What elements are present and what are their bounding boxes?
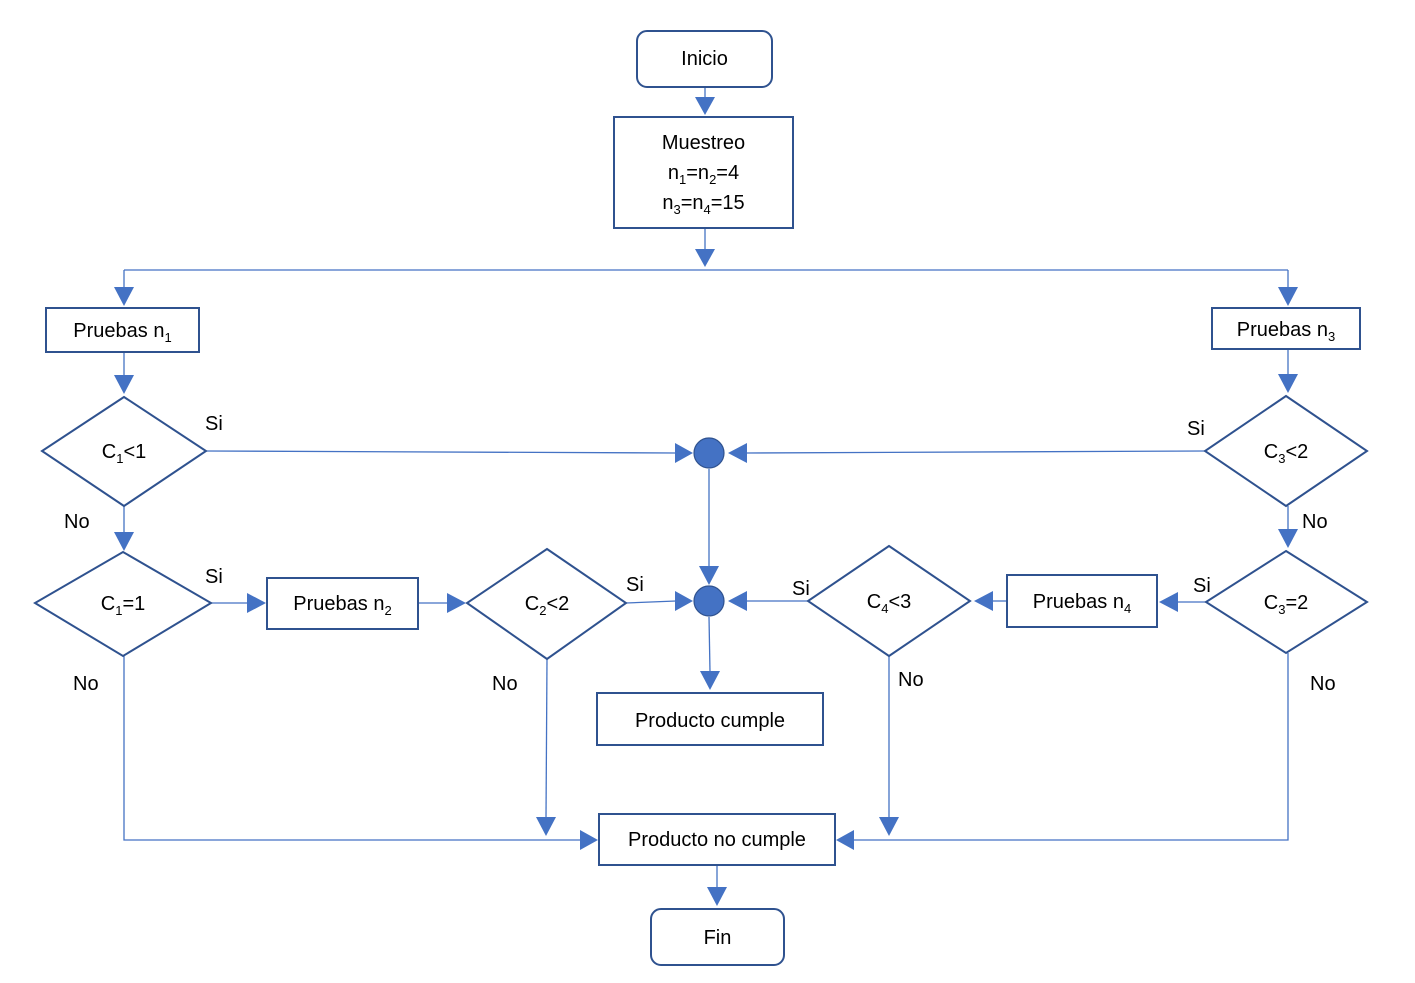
arrowhead-right (247, 593, 266, 613)
arrowhead-down (1278, 287, 1298, 306)
tests-n1-box: Pruebas n1 (45, 307, 200, 353)
end-terminal: Fin (650, 908, 785, 966)
arrowhead-right (447, 593, 466, 613)
arrowhead-down (536, 817, 556, 836)
branch-label-si: Si (1193, 575, 1211, 597)
decision-c1-lt-1-label: C1<1 (102, 441, 147, 466)
branch-label-no: No (73, 673, 99, 695)
decision-c2-lt-2: C2<2 (465, 547, 628, 661)
arrowhead-left (728, 443, 747, 463)
branch-labels: Si Si Si Si Si Si No No No No No No (64, 413, 1336, 695)
connector-line (853, 653, 1289, 841)
arrowhead-left (1159, 592, 1178, 612)
arrowhead-down (114, 375, 134, 394)
decision-c3-lt-2: C3<2 (1203, 394, 1369, 508)
arrowhead-down (695, 97, 715, 115)
arrowhead-down (699, 566, 719, 585)
product-complies-box: Producto cumple (596, 692, 824, 746)
upper-junction-node (693, 437, 725, 469)
product-complies-label: Producto cumple (635, 710, 785, 732)
arrowhead-down (1278, 529, 1298, 548)
start-terminal: Inicio (636, 30, 773, 88)
tests-n1-label: Pruebas n1 (73, 320, 171, 345)
product-not-complies-box: Producto no cumple (598, 813, 836, 866)
arrowhead-down (879, 817, 899, 836)
decision-c1-eq-1: C1=1 (33, 550, 213, 658)
product-not-complies-label: Producto no cumple (628, 829, 806, 851)
branch-label-no: No (492, 673, 518, 695)
sampling-box: Muestreo n1=n2=4 n3=n4=15 (613, 116, 794, 229)
decision-c1-eq-1-label: C1=1 (101, 593, 146, 618)
branch-label-no: No (64, 511, 90, 533)
decision-c4-lt-3-label: C4<3 (867, 591, 912, 616)
end-label: Fin (704, 927, 732, 949)
branch-label-si: Si (1187, 418, 1205, 440)
branch-label-no: No (1302, 511, 1328, 533)
connector-line (123, 656, 581, 841)
arrowhead-right (675, 443, 693, 463)
arrowhead-down (700, 671, 720, 690)
lower-junction-node (693, 585, 725, 617)
arrowhead-right (675, 591, 693, 611)
sampling-size-line-1: n1=n2=4 (668, 162, 739, 187)
arrowhead-down (1278, 374, 1298, 393)
decision-c3-lt-2-label: C3<2 (1264, 441, 1309, 466)
connector-line (745, 450, 1206, 454)
tests-n3-label: Pruebas n3 (1237, 319, 1335, 344)
connector-lines (123, 87, 1289, 888)
arrowheads (114, 97, 1298, 906)
tests-n3-box: Pruebas n3 (1211, 307, 1361, 350)
branch-label-si: Si (205, 566, 223, 588)
branch-label-no: No (898, 669, 924, 691)
sampling-size-line-2: n3=n4=15 (662, 192, 744, 217)
decision-c2-lt-2-label: C2<2 (525, 593, 570, 618)
branch-label-si: Si (205, 413, 223, 435)
start-label: Inicio (681, 48, 728, 70)
arrowhead-left (974, 591, 993, 611)
branch-label-si: Si (792, 578, 810, 600)
arrowhead-left (836, 830, 854, 850)
arrowhead-left (728, 591, 747, 611)
branch-label-no: No (1310, 673, 1336, 695)
tests-n2-label: Pruebas n2 (293, 593, 391, 618)
decision-c4-lt-3: C4<3 (806, 544, 972, 658)
decision-c3-eq-2-label: C3=2 (1264, 592, 1309, 617)
arrowhead-down (695, 249, 715, 267)
tests-n4-box: Pruebas n4 (1006, 574, 1158, 628)
connector-line (205, 450, 677, 454)
decision-c1-lt-1: C1<1 (40, 395, 208, 508)
arrowhead-right (580, 830, 598, 850)
tests-n4-label: Pruebas n4 (1033, 591, 1131, 616)
arrowhead-down (114, 532, 134, 551)
connector-line (545, 658, 548, 819)
decision-c3-eq-2: C3=2 (1204, 549, 1369, 655)
arrowhead-down (707, 887, 727, 906)
branch-label-si: Si (626, 574, 644, 596)
sampling-title: Muestreo (662, 132, 745, 154)
connector-line (625, 600, 677, 604)
arrowhead-down (114, 287, 134, 306)
connector-line (708, 616, 711, 673)
tests-n2-box: Pruebas n2 (266, 577, 419, 630)
